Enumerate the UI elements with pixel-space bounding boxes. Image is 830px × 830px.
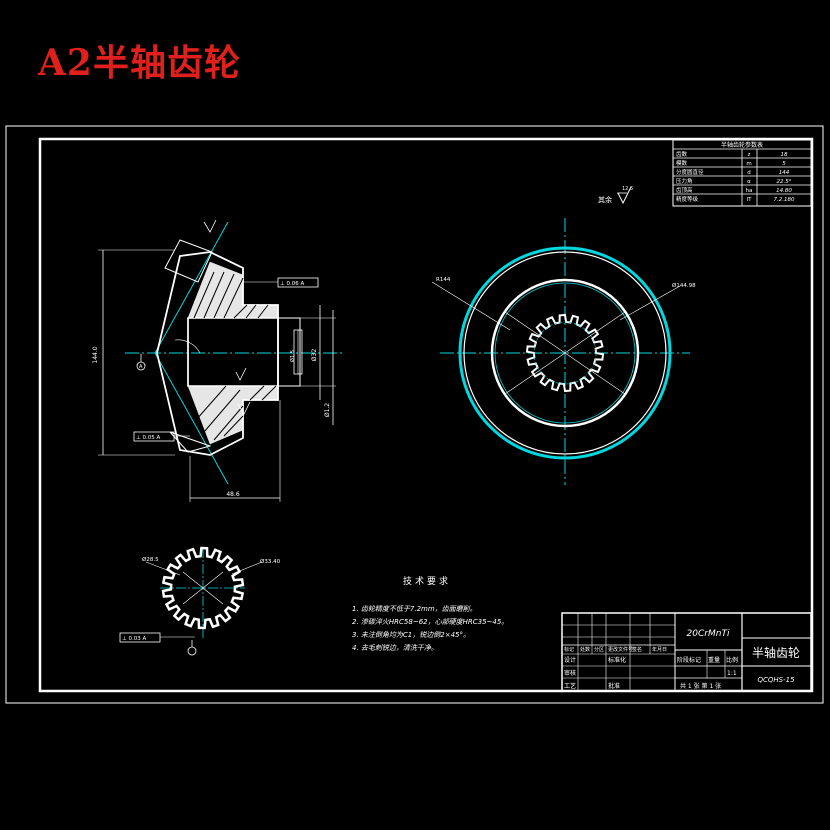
roughness-symbol: 12.5	[617, 186, 633, 205]
dim-bore: Ø32	[311, 349, 318, 362]
param-symbol: d	[747, 170, 751, 176]
dim-right-dia2: Ø144.98	[672, 282, 696, 289]
title-label: 更改文件号	[608, 646, 633, 653]
title-label: 签名	[632, 646, 642, 653]
end-view: R144 Ø144.98	[431, 218, 696, 485]
spline-tolerance: ⊥ 0.03 A	[122, 636, 147, 642]
svg-text:A: A	[139, 364, 143, 370]
tech-req-title: 技术要求	[403, 575, 451, 587]
param-symbol: α	[747, 179, 751, 185]
tolerance-bottom: ⊥ 0.05 A	[136, 435, 161, 441]
param-symbol: z	[748, 152, 751, 158]
svg-text:12.5: 12.5	[622, 186, 633, 192]
param-value: 18	[781, 152, 788, 158]
title-block: 20CrMnTi 半轴齿轮 QCQHS-15 阶段标记 重量 比例 1:1 共 …	[561, 612, 812, 692]
section-view: 144.0 48.6 Ø32 Ø1.2 Ø1.5 ⊥ 0.06 A ⊥ 0.05…	[92, 219, 345, 502]
outer-border	[5, 125, 824, 704]
param-symbol: m	[746, 161, 751, 167]
param-symbol: ha	[746, 188, 753, 194]
param-value: 14.80	[776, 188, 792, 194]
title-label: 处数	[580, 646, 590, 653]
dim-right-dia: R144	[436, 277, 451, 283]
title-review: 审核	[564, 669, 576, 677]
title-process: 工艺	[564, 682, 576, 690]
param-table-title: 半轴齿轮参数表	[721, 141, 763, 149]
tech-req-item: 2. 渗碳淬火HRC58~62，心部硬度HRC35~45。	[352, 618, 508, 626]
param-table: 半轴齿轮参数表 齿数 z 18 模数 m 5 分度圆直径 d 144 压力角 α 22.5° 齿顶高 ha…	[672, 139, 812, 207]
dim-depth: Ø1.5	[289, 350, 296, 362]
page-title: A2半轴齿轮	[38, 42, 241, 84]
title-stage-label: 阶段标记	[677, 656, 701, 664]
spline-right-dim: Ø33.40	[260, 558, 281, 565]
title-label: 年月日	[652, 646, 667, 653]
param-value: 144	[779, 170, 790, 176]
tolerance-top: ⊥ 0.06 A	[280, 281, 305, 287]
param-value: 7.2.180	[774, 197, 795, 203]
tech-requirements: 技术要求 1. 齿轮精度不低于7.2mm，齿面磨削。 2. 渗碳淬火HRC58~6…	[352, 575, 508, 652]
param-symbol: IT	[747, 197, 753, 203]
param-name: 齿顶高	[676, 186, 693, 194]
title-design: 设计	[564, 656, 576, 664]
title-approve: 批准	[608, 682, 620, 690]
title-weight-label: 重量	[708, 656, 720, 664]
title-standard: 标准化	[608, 656, 626, 664]
param-name: 模数	[676, 159, 688, 167]
spline-view: Ø28.5 Ø33.40 ⊥ 0.03 A	[119, 546, 281, 656]
title-scale: 1:1	[727, 670, 737, 677]
param-name: 齿数	[676, 150, 688, 158]
title-part-name: 半轴齿轮	[752, 645, 800, 660]
inner-border	[38, 137, 814, 693]
dim-base-width: 48.6	[226, 491, 240, 498]
title-scale-label: 比例	[726, 656, 738, 664]
param-value: 5	[782, 161, 786, 167]
title-label: 标记	[564, 646, 574, 653]
param-value: 22.5°	[777, 179, 792, 185]
tech-req-item: 4. 去毛刺锐边，清洗干净。	[352, 644, 438, 652]
dim-width: Ø1.2	[324, 403, 331, 417]
spline-left-dim: Ø28.5	[142, 556, 159, 563]
roughness-note: 其余	[598, 195, 612, 204]
tech-req-item: 1. 齿轮精度不低于7.2mm，齿面磨削。	[352, 605, 477, 613]
param-name: 压力角	[676, 177, 693, 185]
param-name: 精度等级	[676, 195, 699, 203]
title-drawing-no: QCQHS-15	[757, 676, 795, 684]
tech-req-item: 3. 未注倒角均为C1，锐边倒2×45°。	[352, 631, 470, 639]
title-sheet-info: 共 1 张 第 1 张	[680, 682, 721, 690]
param-name: 分度圆直径	[676, 168, 704, 176]
dim-left-height: 144.0	[92, 346, 99, 363]
title-material: 20CrMnTi	[687, 629, 730, 639]
title-label: 分区	[594, 646, 604, 653]
